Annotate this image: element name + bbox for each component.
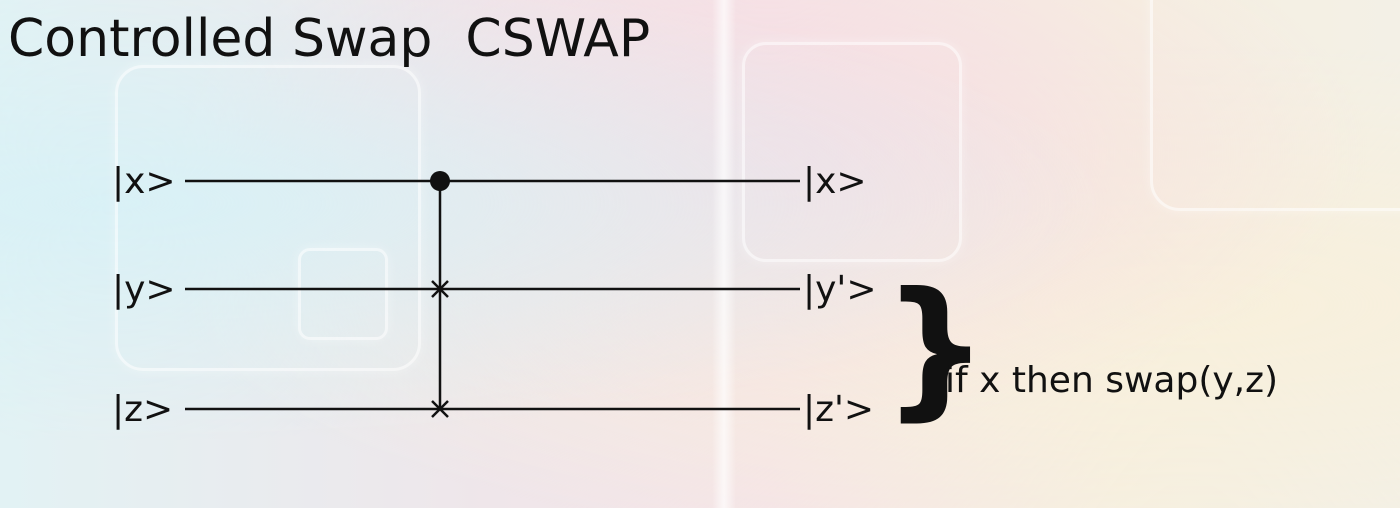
decorative-light-band	[712, 0, 736, 508]
swap-condition-annotation: if x then swap(y,z)	[945, 360, 1278, 401]
swap-cross-z	[431, 400, 449, 418]
input-label-z: |z>	[112, 389, 173, 430]
decorative-frame	[742, 42, 962, 262]
output-label-x: |x>	[803, 161, 867, 202]
input-label-x: |x>	[112, 161, 176, 202]
output-label-y-prime: |y'>	[803, 269, 877, 310]
swap-cross-y	[431, 280, 449, 298]
output-label-z-prime: |z'>	[803, 389, 874, 430]
input-label-y: |y>	[112, 269, 176, 310]
curly-brace: }	[882, 261, 989, 435]
decorative-frame	[298, 248, 388, 340]
control-dot	[430, 171, 450, 191]
slide-title: Controlled Swap CSWAP	[8, 9, 651, 69]
decorative-frame	[1150, 0, 1400, 211]
decorative-frame	[115, 65, 421, 371]
